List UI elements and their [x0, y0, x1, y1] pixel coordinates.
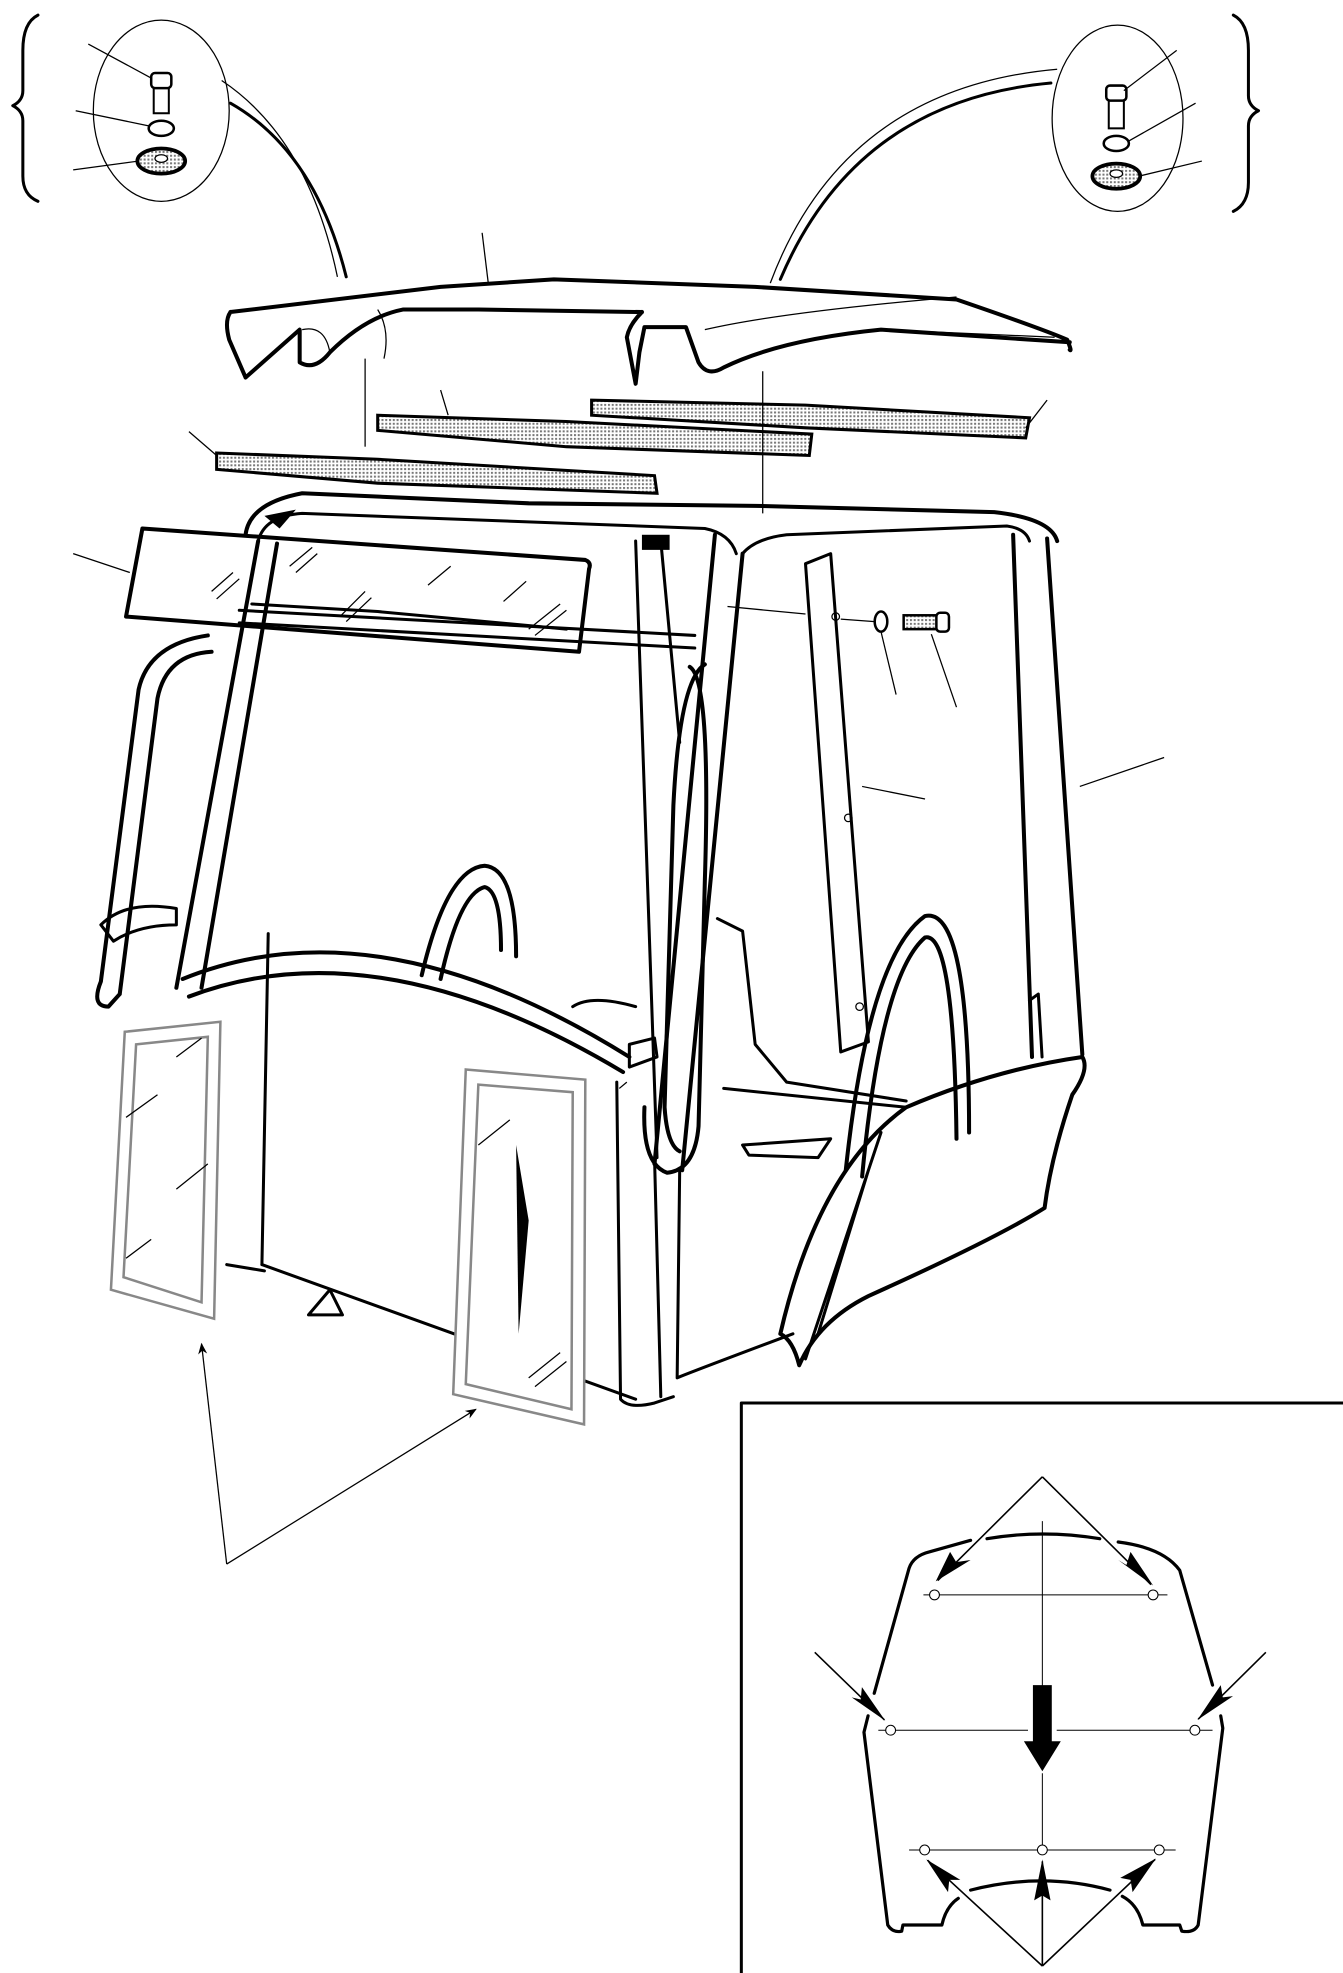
mount-point-arrows: [815, 1477, 1266, 1966]
washer-icon: [1102, 134, 1131, 153]
detail-ellipse: [1051, 24, 1184, 213]
leader-line: [862, 785, 926, 800]
side-bracket-strip: [803, 552, 870, 1054]
connector-curve: [221, 80, 339, 277]
roof-seal-strips: [188, 358, 1048, 514]
roof-cover: [224, 232, 1073, 386]
leader-line: [188, 431, 218, 456]
leader-line: [727, 605, 806, 615]
leader-line: [1128, 102, 1196, 142]
seal-strip-middle: [376, 413, 814, 458]
inset-frame: [739, 1401, 1343, 1973]
floor-clip: [306, 1288, 344, 1317]
bracket-hole: [843, 813, 853, 823]
bolt-head: [935, 611, 951, 633]
frame-shadow: [516, 1145, 529, 1334]
washer-icon: [147, 119, 176, 138]
handle: [99, 904, 178, 943]
mount-point: [885, 1724, 897, 1736]
leader-line: [72, 553, 131, 574]
leader-line: [75, 110, 149, 127]
bolt-head: [1104, 84, 1128, 102]
leader-line: [1079, 756, 1165, 788]
leader-line: [87, 43, 152, 79]
leader-line: [880, 631, 897, 695]
washer-icon: [873, 610, 889, 633]
mounting-points-inset: [739, 1401, 1343, 1973]
alignment-line: [840, 618, 875, 623]
connector-curve: [228, 101, 348, 279]
bolt-head: [149, 71, 173, 90]
mount-point: [1036, 1844, 1048, 1856]
cab-frame: [95, 491, 1165, 1407]
corner-seal: [264, 509, 296, 529]
connector-curve: [769, 68, 1058, 284]
left-fastener-detail: [11, 13, 348, 279]
mount-point: [1147, 1589, 1159, 1601]
connector-curve: [778, 81, 1053, 281]
side-glass-callout-arrows: [198, 1342, 477, 1565]
leader-line: [73, 160, 139, 171]
mount-hole: [154, 154, 169, 163]
leader-line: [1025, 399, 1048, 429]
leader-line: [481, 232, 490, 285]
mount-point: [919, 1844, 931, 1856]
mount-hole-markers: [885, 1589, 1201, 1856]
leader-line: [1138, 160, 1203, 177]
leader-line: [930, 633, 958, 708]
right-fastener-detail: [769, 13, 1261, 284]
leader-line: [1123, 49, 1178, 92]
left-brace: [11, 13, 40, 203]
mount-point: [1153, 1844, 1165, 1856]
right-side-glass: [451, 1068, 587, 1426]
mount-hole: [1109, 169, 1124, 179]
left-side-glass: [109, 1020, 222, 1321]
leader-line: [618, 1081, 628, 1089]
pillar-seal: [641, 534, 670, 550]
mount-point: [929, 1589, 940, 1601]
roof-outline-top-view: [864, 1534, 1223, 1932]
mount-point: [1189, 1724, 1201, 1736]
detail-ellipse: [92, 19, 230, 202]
seal-strip-front: [215, 451, 659, 495]
leader-line: [440, 389, 449, 416]
right-brace: [1231, 13, 1261, 213]
direction-arrow-icon: [1023, 1685, 1061, 1772]
windshield-glass: [72, 526, 592, 654]
seal-strip-rear: [590, 398, 1032, 440]
bracket: [627, 1036, 659, 1069]
bracket-hole: [855, 1002, 865, 1012]
bracket-hole: [831, 612, 841, 621]
